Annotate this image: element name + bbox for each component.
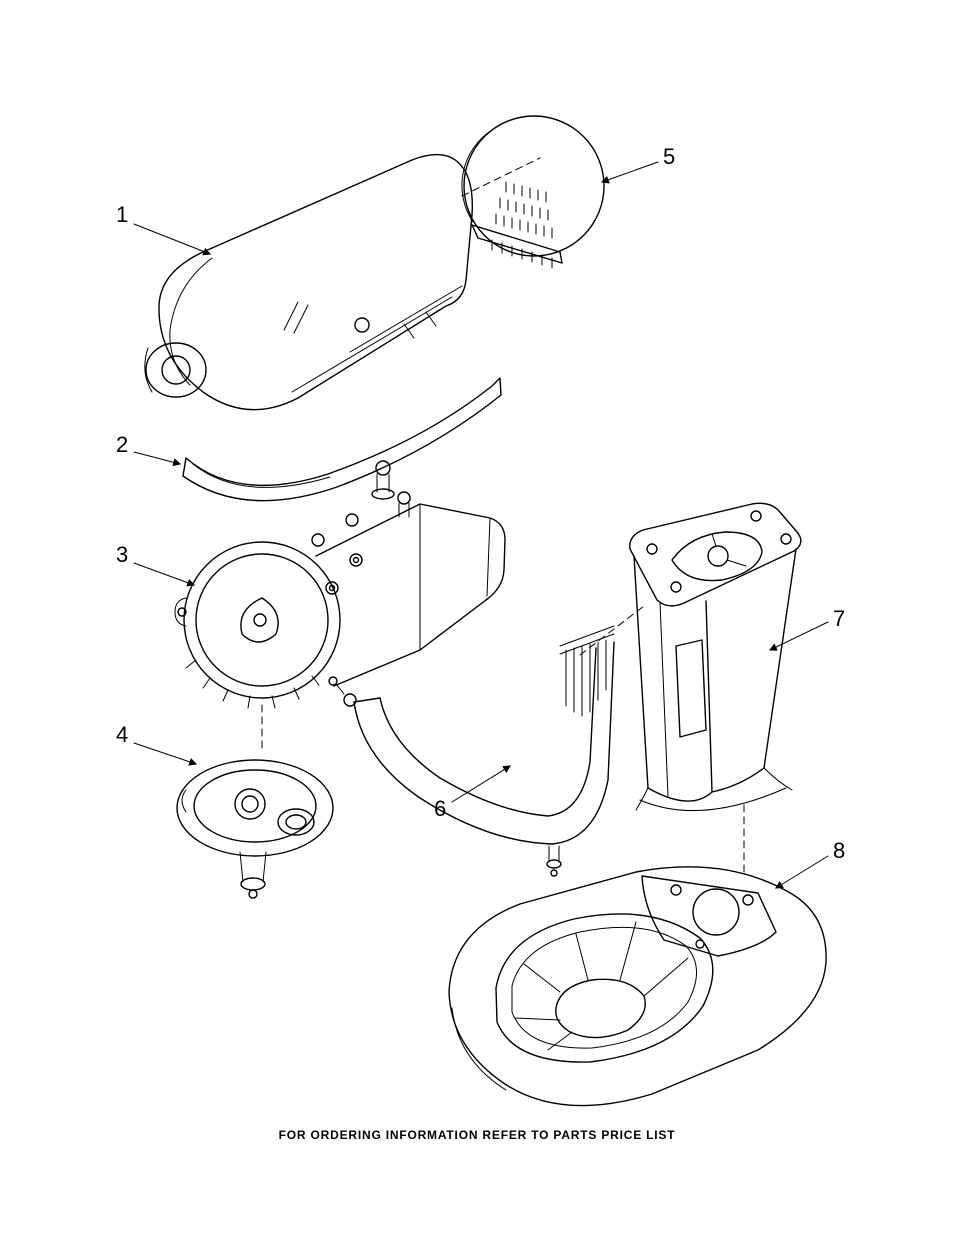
callout-7-label: 7 (833, 606, 845, 631)
callout-1-arrow (133, 223, 212, 256)
callout-5-label: 5 (663, 144, 675, 169)
ordering-information-note: FOR ORDERING INFORMATION REFER TO PARTS … (278, 1128, 676, 1142)
part-motor-head-cover (144, 153, 473, 411)
callout-2-label: 2 (116, 432, 128, 457)
part-base (448, 866, 827, 1107)
callout-8-arrow (774, 855, 829, 889)
callout-3-label: 3 (116, 542, 128, 567)
callout-2-arrow (133, 451, 182, 467)
callout-7-arrow (768, 621, 829, 651)
callout-5-arrow (600, 161, 659, 184)
alignment-lines (261, 157, 745, 873)
part-lower-trim-band (328, 625, 615, 877)
callout-6-label: 6 (434, 796, 446, 821)
part-planetary-ring (176, 759, 334, 899)
part-head-trim-band (182, 377, 502, 502)
part-gearcase-housing (174, 460, 506, 709)
part-pedestal-column (629, 502, 802, 812)
callout-4-arrow (133, 742, 198, 766)
callout-4-label: 4 (116, 722, 128, 747)
part-rear-end-cap (461, 115, 605, 269)
callout-3-arrow (133, 562, 196, 587)
callout-6-arrow (451, 765, 512, 803)
callouts: 1 2 3 4 5 6 7 8 (116, 144, 845, 889)
callout-8-label: 8 (833, 838, 845, 863)
callout-1-label: 1 (116, 202, 128, 227)
